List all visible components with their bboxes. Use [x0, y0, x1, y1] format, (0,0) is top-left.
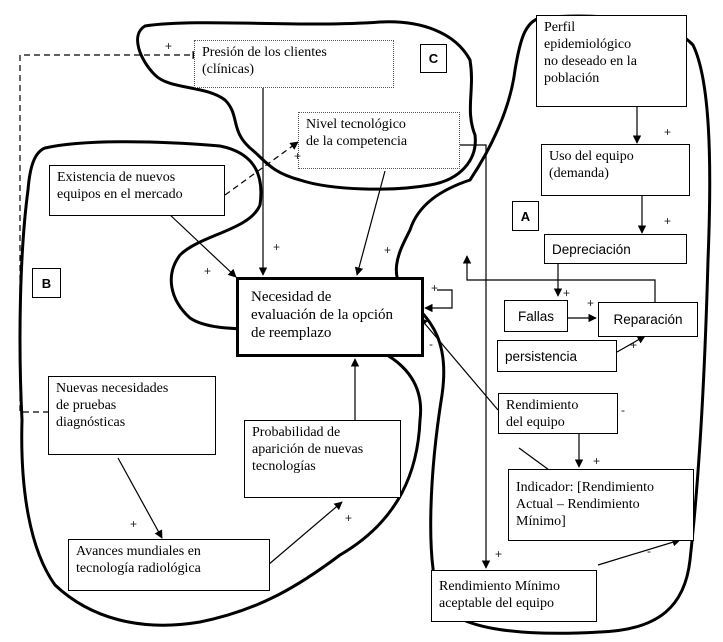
node-persistencia: persistencia — [497, 340, 617, 372]
node-rendimiento-minimo: Rendimiento Mínimo aceptable del equipo — [431, 570, 597, 622]
node-perfil-epidemiologico: Perfil epidemiológico no deseado en la p… — [536, 15, 687, 107]
polarity-sign: - — [621, 403, 625, 417]
polarity-sign: - — [429, 337, 433, 351]
polarity-sign: + — [204, 264, 212, 278]
polarity-sign: + — [664, 214, 672, 228]
node-avances-mundiales: Avances mundiales en tecnología radiológ… — [68, 539, 270, 591]
polarity-sign: + — [130, 517, 138, 531]
node-uso-equipo: Uso del equipo (demanda) — [541, 144, 690, 196]
region-b-cloud — [18, 140, 423, 627]
polarity-sign: + — [563, 286, 571, 300]
polarity-sign: + — [587, 296, 595, 310]
polarity-sign: + — [294, 149, 302, 163]
node-nuevas-necesidades: Nuevas necesidades de pruebas diagnóstic… — [48, 376, 216, 455]
node-presion-clientes: Presión de los clientes (clínicas) — [194, 40, 394, 88]
polarity-sign: + — [664, 125, 672, 139]
polarity-sign: + — [495, 547, 503, 561]
polarity-sign: + — [593, 454, 601, 468]
polarity-sign: + — [273, 240, 281, 254]
polarity-sign: - — [647, 544, 651, 558]
node-depreciacion: Depreciación — [544, 234, 687, 264]
node-reparacion: Reparación — [598, 302, 698, 337]
region-label-c: C — [420, 44, 447, 73]
region-label-a: A — [512, 201, 539, 231]
polarity-sign: + — [431, 281, 439, 295]
node-existencia-equipos: Existencia de nuevos equipos en el merca… — [49, 165, 225, 216]
polarity-sign: + — [630, 338, 638, 352]
node-nivel-tecnologico: Nivel tecnológico de la competencia — [298, 112, 460, 169]
node-rendimiento-equipo: Rendimiento del equipo — [498, 393, 618, 434]
node-necesidad-evaluacion: Necesidad de evaluación de la opción de … — [236, 277, 424, 357]
node-fallas: Fallas — [504, 300, 568, 332]
polarity-sign: + — [165, 39, 173, 53]
polarity-sign: + — [384, 243, 392, 257]
region-label-b: B — [32, 268, 61, 298]
node-probabilidad-tecnologias: Probabilidad de aparición de nuevas tecn… — [244, 420, 401, 498]
polarity-sign: + — [345, 511, 353, 525]
region-c-cloud — [136, 20, 477, 191]
node-indicador-rendimiento: Indicador: [Rendimiento Actual – Rendimi… — [508, 469, 694, 541]
